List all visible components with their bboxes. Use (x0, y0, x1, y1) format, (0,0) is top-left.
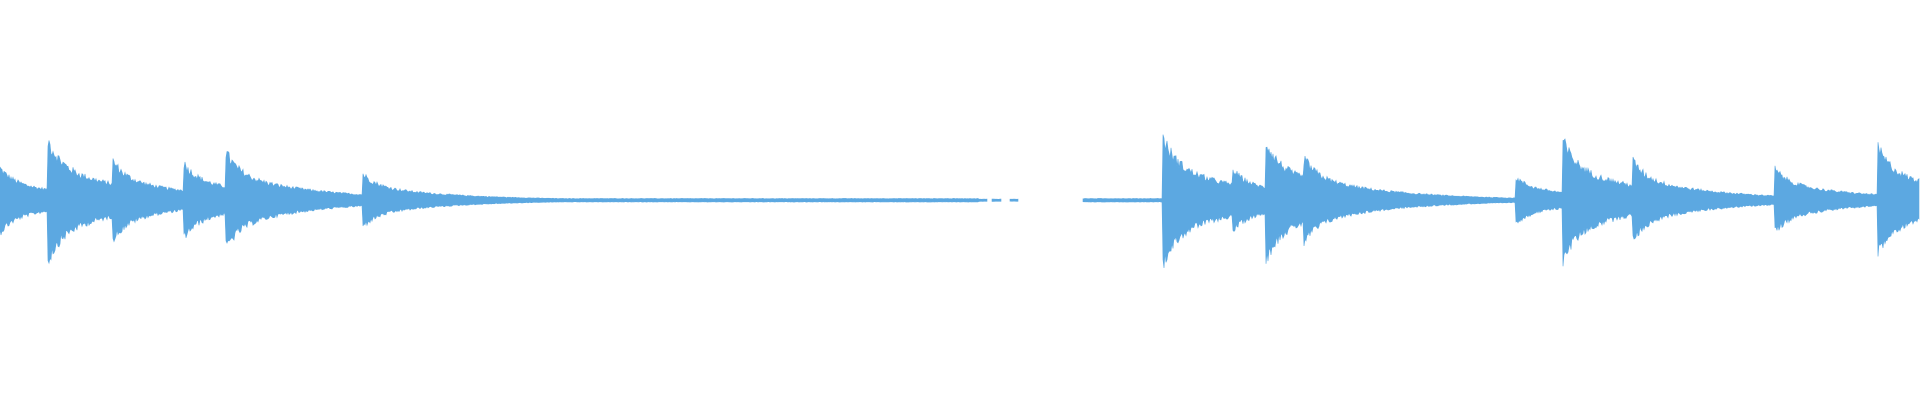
waveform-bars (0, 134, 1920, 269)
waveform-segment (1082, 134, 1920, 269)
waveform-segment (991, 198, 1002, 202)
waveform-segment (0, 140, 988, 265)
waveform-segment (1009, 198, 1019, 202)
